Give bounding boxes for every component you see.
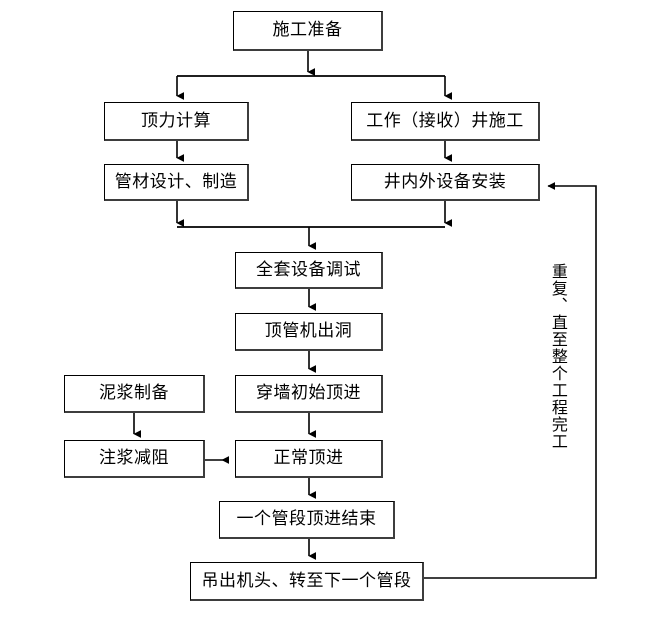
node-jacking-force-calculation[interactable]: 顶力计算 [104, 102, 249, 141]
node-shaft-equipment-installation[interactable]: 井内外设备安装 [351, 164, 540, 201]
edge-feedback-loop [424, 182, 597, 579]
node-wall-penetration-initial-jacking[interactable]: 穿墙初始顶进 [235, 375, 383, 413]
node-pipe-design-manufacture[interactable]: 管材设计、制造 [104, 164, 249, 201]
node-lift-machine-move-next-section[interactable]: 吊出机头、转至下一个管段 [190, 562, 424, 601]
node-normal-jacking[interactable]: 正常顶进 [235, 440, 383, 478]
feedback-loop-label: 重复、直至整个工程完工 [548, 263, 568, 450]
node-working-receiving-shaft-construction[interactable]: 工作（接收）井施工 [351, 102, 540, 141]
node-grouting-friction-reduction[interactable]: 注浆减阻 [64, 440, 205, 478]
node-full-equipment-commissioning[interactable]: 全套设备调试 [235, 252, 383, 289]
node-section-jacking-complete[interactable]: 一个管段顶进结束 [219, 501, 395, 539]
node-construction-preparation[interactable]: 施工准备 [233, 11, 383, 51]
node-jacking-machine-exit[interactable]: 顶管机出洞 [235, 313, 383, 351]
node-slurry-preparation[interactable]: 泥浆制备 [64, 375, 205, 413]
